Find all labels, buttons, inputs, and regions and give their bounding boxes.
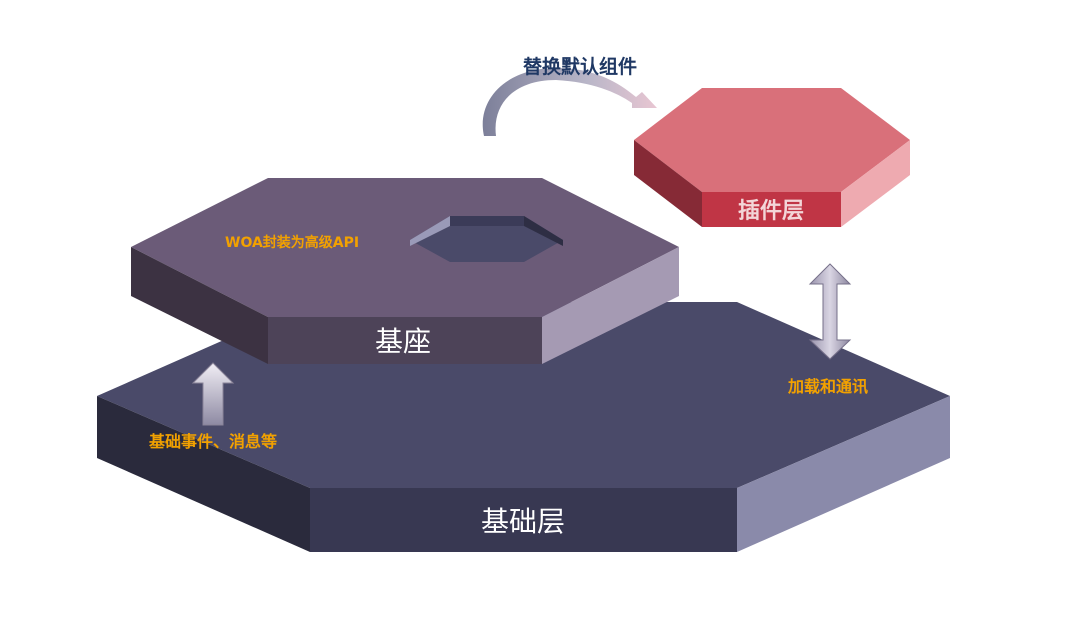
base-layer-right-face (737, 396, 950, 552)
load-communicate-label: 加载和通讯 (787, 377, 868, 396)
socket-right-wall (524, 216, 563, 246)
pedestal-slab: WOA封装为高级API 基座 (131, 178, 679, 364)
double-arrow-icon (808, 263, 852, 360)
base-events-arrow: 基础事件、消息等 (148, 362, 277, 451)
base-layer-front-face (310, 488, 737, 552)
base-layer-left-face (97, 396, 310, 552)
plugin-layer-top-face (634, 88, 910, 192)
pedestal-label: 基座 (375, 325, 431, 358)
pedestal-front-face (268, 317, 542, 364)
plugin-layer-left-face (634, 140, 702, 227)
pedestal-top-face (131, 178, 679, 317)
base-layer-label: 基础层 (481, 505, 565, 538)
plugin-layer-right-face (841, 140, 910, 227)
load-communicate-arrow: 加载和通讯 (787, 263, 868, 396)
curved-arrow-icon (482, 68, 657, 136)
plugin-layer-front-face (702, 192, 841, 227)
socket-back-wall (450, 216, 524, 226)
up-arrow-icon (191, 362, 235, 426)
socket-floor (410, 216, 563, 262)
pedestal-note: WOA封装为高级API (225, 234, 359, 251)
plugin-layer-slab: 插件层 (634, 88, 910, 227)
pedestal-right-face (542, 247, 679, 364)
plugin-layer-label: 插件层 (738, 199, 804, 224)
replace-default-label: 替换默认组件 (523, 55, 637, 78)
base-events-label: 基础事件、消息等 (148, 432, 277, 451)
pedestal-left-face (131, 247, 268, 364)
plugin-socket (410, 216, 563, 262)
replace-default-arrow: 替换默认组件 (482, 55, 657, 136)
socket-left-wall (410, 216, 450, 246)
